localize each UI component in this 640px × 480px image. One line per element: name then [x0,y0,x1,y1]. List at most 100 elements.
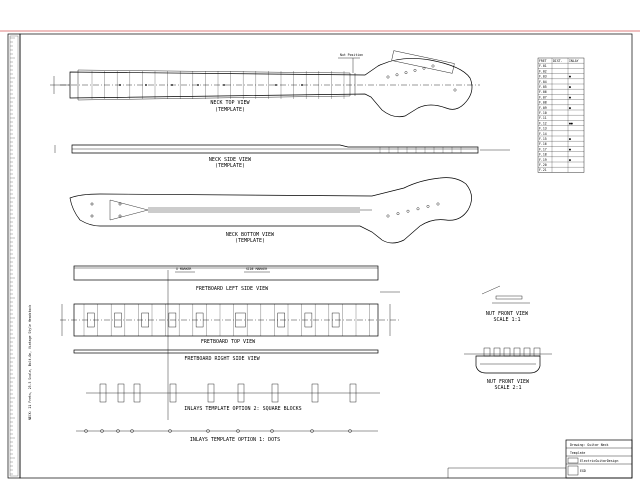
fretboard-block-inlay [235,312,246,328]
bottom-tuner-hole [416,207,420,211]
inlay-dot [168,429,172,433]
tuner-hole [431,64,435,68]
inlay-square-block [237,383,245,403]
fretboard-block-inlay [87,312,95,328]
inlay-dot [270,429,274,433]
fretboard-top-view: FRETBOARD TOP VIEW [60,303,400,345]
title-block-logo: EGD [580,469,586,473]
side-note: NECK: 21 Frets, 25.5 Scale, Bolt-On, Vin… [28,305,32,420]
fret-table-cell: ● [569,95,571,99]
fret-table-cell: F.06 [539,90,547,94]
fret-table-cell: F.14 [539,132,547,136]
nut-front-view-title: NUT FRONT VIEW [486,311,529,317]
bottom-tuner-hole [396,212,400,216]
inlay-dot [116,429,120,433]
bottom-tuner-hole [406,209,410,213]
fret-table-cell: ● [569,158,571,162]
nut-string-slot [513,347,521,357]
title-block: Drawing: Guitar Neck Template ElectricGu… [447,439,633,479]
x-marker-callout: X MARKER [176,267,191,271]
fret-table-cell: F.04 [539,80,547,84]
neck-bottom-view-subtitle: (TEMPLATE) [235,238,265,244]
fretboard-block-inlay [114,312,122,328]
inlay-square-block [271,383,279,403]
fret-table-cell: F.17 [539,147,547,151]
fret-table-header: INLAY [569,59,579,63]
fret-table-cell: F.09 [539,106,547,110]
bottom-tuner-hole [386,214,390,218]
fret-table-cell: F.08 [539,101,547,105]
fret-table-cell: F.03 [539,75,547,79]
nut-string-slot [503,347,511,357]
fret-table-cell: F.10 [539,111,547,115]
fretboard-right-side-view: FRETBOARD RIGHT SIDE VIEW [73,349,379,362]
neck-bottom-view: NECK BOTTOM VIEW (TEMPLATE) [69,177,472,244]
nut-front-view-subtitle: SCALE 1:1 [493,317,520,323]
fret-table-cell: ● [569,137,571,141]
inlay-square-title: INLAYS TEMPLATE OPTION 2: SQUARE BLOCKS [184,406,301,412]
top-inlay-dot [223,84,225,86]
fret-table-cell: F.20 [539,163,547,167]
fretboard-right-side-view-title: FRETBOARD RIGHT SIDE VIEW [184,356,260,362]
fretboard-left-side-view: X MARKER SIDE MARKER FRETBOARD LEFT SIDE… [73,265,400,420]
inlay-dot [206,429,210,433]
inlay-dot [130,429,134,433]
fret-table-cell: F.15 [539,137,547,141]
fretboard-left-side-view-title: FRETBOARD LEFT SIDE VIEW [196,286,269,292]
inlay-square-block [99,383,107,403]
fret-table-cell: ● [569,106,571,110]
fret-table-header: FRET [539,59,547,63]
inlay-template-square: INLAYS TEMPLATE OPTION 2: SQUARE BLOCKS [86,383,380,412]
title-block-line2: Template [570,451,585,455]
fret-table-cell: F.05 [539,85,547,89]
fretboard-block-inlay [331,312,340,328]
fret-table-header: DIST. [553,59,563,63]
fret-table-cell: F.19 [539,158,547,162]
inlay-square-block [133,383,141,403]
fretboard-block-inlay [277,312,285,328]
title-block-line1: Drawing: Guitar Neck [570,443,608,447]
left-ruler [7,33,21,479]
top-inlay-dot [171,84,173,86]
top-inlay-dot [275,84,277,86]
tuner-hole [413,69,417,72]
tuner-hole [395,73,399,77]
inlay-dots-title: INLAYS TEMPLATE OPTION 1: DOTS [190,437,280,443]
fretboard-block-inlay [141,312,149,328]
top-inlay-dot [145,84,147,86]
nut-position-callout: Nut Position [340,53,363,57]
fret-table-cell: ● [569,85,571,89]
inlay-square-block [207,383,215,403]
title-block-company: ElectricGuitarDesign [580,459,618,463]
fretboard-block-inlay [195,312,204,328]
nut-string-slot [533,347,541,357]
neck-side-view: NECK SIDE VIEW (TEMPLATE) [54,144,510,169]
neck-top-view: Nut Position NECK TOP VIEW (TEMPLATE) [50,50,480,118]
fret-table-cell: F.12 [539,121,547,125]
fret-table-cell: F.16 [539,142,547,146]
inlay-square-block [311,383,319,403]
top-inlay-dot [301,84,303,86]
fret-table-cell: ● [569,147,571,151]
tuner-hole [422,66,426,70]
fret-table-cell: F.13 [539,127,547,131]
nut-front-view-1: NUT FRONT VIEW SCALE 1:1 [481,285,530,323]
neck-bottom-view-title: NECK BOTTOM VIEW [226,232,275,238]
fret-table-cell: F.21 [539,168,547,172]
nut-front-view-2-subtitle: SCALE 2:1 [494,385,521,391]
inlay-dot [84,429,88,433]
inlay-dot [236,429,240,433]
inlay-dot [348,429,352,433]
inlay-square-block [349,383,357,403]
inlay-dot [310,429,314,433]
nut-string-slot [483,347,491,357]
fret-table-cell: F.07 [539,95,547,99]
fret-table-cell: F.18 [539,153,547,157]
nut-string-slot [493,347,501,357]
fretboard-block-inlay [304,312,313,328]
nut-string-slot [523,347,531,357]
neck-side-view-subtitle: (TEMPLATE) [215,163,245,169]
bottom-tuner-hole [426,204,430,208]
fret-table-cell: F.01 [539,64,547,68]
